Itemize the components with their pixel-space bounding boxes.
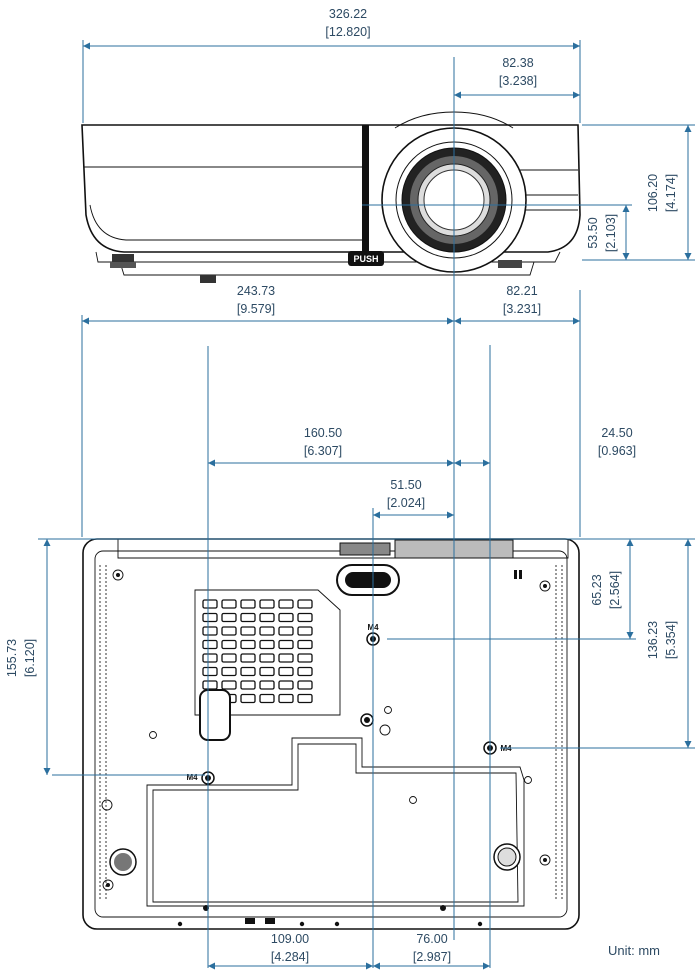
dim-top-to-hole-a-mm: 155.73 — [5, 639, 19, 677]
vent-slot — [240, 612, 256, 623]
vent-slot — [221, 666, 237, 677]
dim-overall-width-mm: 326.22 — [329, 7, 367, 21]
dim-hole-a-to-lens-mm: 160.50 — [304, 426, 342, 440]
dim-lens-height-mm: 53.50 — [586, 217, 600, 248]
vent-slot — [278, 680, 294, 690]
dim-hole-a-to-hole-c-mm: 109.00 — [271, 932, 309, 946]
vent-slot — [202, 599, 218, 609]
vent-slot — [297, 653, 313, 663]
vent-slot — [202, 653, 218, 663]
vent-slot — [221, 653, 237, 663]
vent-slot — [297, 693, 313, 704]
dim-lens-height-in: [2.103] — [604, 214, 618, 252]
vent-slot — [202, 612, 218, 623]
dim-lens-to-right-mm: 82.21 — [506, 284, 537, 298]
dim-top-to-hole-a-in: [6.120] — [23, 639, 37, 677]
vent-slot — [202, 680, 218, 690]
vent-slot — [240, 599, 256, 609]
vent-slot — [278, 693, 294, 704]
dim-hole-a-to-hole-c-in: [4.284] — [271, 950, 309, 964]
vent-slot — [259, 693, 275, 704]
dim-lens-offset-mm: 82.38 — [502, 56, 533, 70]
vent-slot — [202, 666, 218, 677]
vent-slot — [297, 680, 313, 690]
dim-hole-a-to-lens-in: [6.307] — [304, 444, 342, 458]
vent-slot — [297, 639, 313, 650]
vent-slot — [278, 666, 294, 677]
dim-top-to-hole-b-in: [5.354] — [664, 621, 678, 659]
vent-slot — [278, 653, 294, 663]
m4-label-left: M4 — [186, 773, 198, 782]
vent-slot — [240, 653, 256, 663]
vent-slot — [297, 599, 313, 609]
vent-slot — [202, 639, 218, 650]
bottom-view: M4 M4 M4 — [82, 538, 580, 930]
vent-slot — [259, 639, 275, 650]
dimension-labels: 326.22 [12.820] 82.38 [3.238] 106.20 [4.… — [5, 7, 678, 964]
vent-slot — [259, 666, 275, 677]
dim-top-to-hole-b-mm: 136.23 — [646, 621, 660, 659]
vent-slot — [221, 639, 237, 650]
dim-height-in: [4.174] — [664, 174, 678, 212]
dim-height-mm: 106.20 — [646, 174, 660, 212]
vent-slot — [221, 612, 237, 623]
dim-hole-c-to-hole-b-in: [2.987] — [413, 950, 451, 964]
vent-slot — [259, 653, 275, 663]
vent-slot — [202, 626, 218, 636]
vent-slot — [240, 693, 256, 704]
vent-slot — [240, 666, 256, 677]
push-button-label: PUSH — [353, 254, 378, 264]
vent-slot — [297, 666, 313, 677]
vent-slot — [240, 626, 256, 636]
vent-slot — [278, 599, 294, 609]
dim-lens-to-right-in: [3.231] — [503, 302, 541, 316]
dim-left-to-lens-mm: 243.73 — [237, 284, 275, 298]
vent-slot — [278, 612, 294, 623]
vent-slot — [240, 680, 256, 690]
vent-slot — [297, 612, 313, 623]
vent-grille — [202, 599, 313, 704]
vent-slot — [259, 612, 275, 623]
dimension-lines — [38, 40, 695, 970]
vent-slot — [259, 599, 275, 609]
vent-slot — [278, 639, 294, 650]
dim-lens-offset-in: [3.238] — [499, 74, 537, 88]
dim-lens-to-hole-b-in: [0.963] — [598, 444, 636, 458]
dim-top-to-hole-c-mm: 65.23 — [590, 574, 604, 605]
unit-note: Unit: mm — [608, 943, 660, 958]
vent-slot — [259, 680, 275, 690]
dim-left-to-lens-in: [9.579] — [237, 302, 275, 316]
dim-lens-to-hole-b-mm: 24.50 — [601, 426, 632, 440]
dim-overall-width-in: [12.820] — [325, 25, 370, 39]
vent-slot — [278, 626, 294, 636]
vent-slot — [240, 639, 256, 650]
dim-hole-c-to-lens-in: [2.024] — [387, 496, 425, 510]
dim-hole-c-to-hole-b-mm: 76.00 — [416, 932, 447, 946]
vent-slot — [297, 626, 313, 636]
vent-slot — [259, 626, 275, 636]
dim-top-to-hole-c-in: [2.564] — [608, 571, 622, 609]
vent-slot — [221, 599, 237, 609]
vent-slot — [221, 626, 237, 636]
front-view: PUSH — [81, 111, 581, 283]
vent-slot — [221, 680, 237, 690]
dim-hole-c-to-lens-mm: 51.50 — [390, 478, 421, 492]
